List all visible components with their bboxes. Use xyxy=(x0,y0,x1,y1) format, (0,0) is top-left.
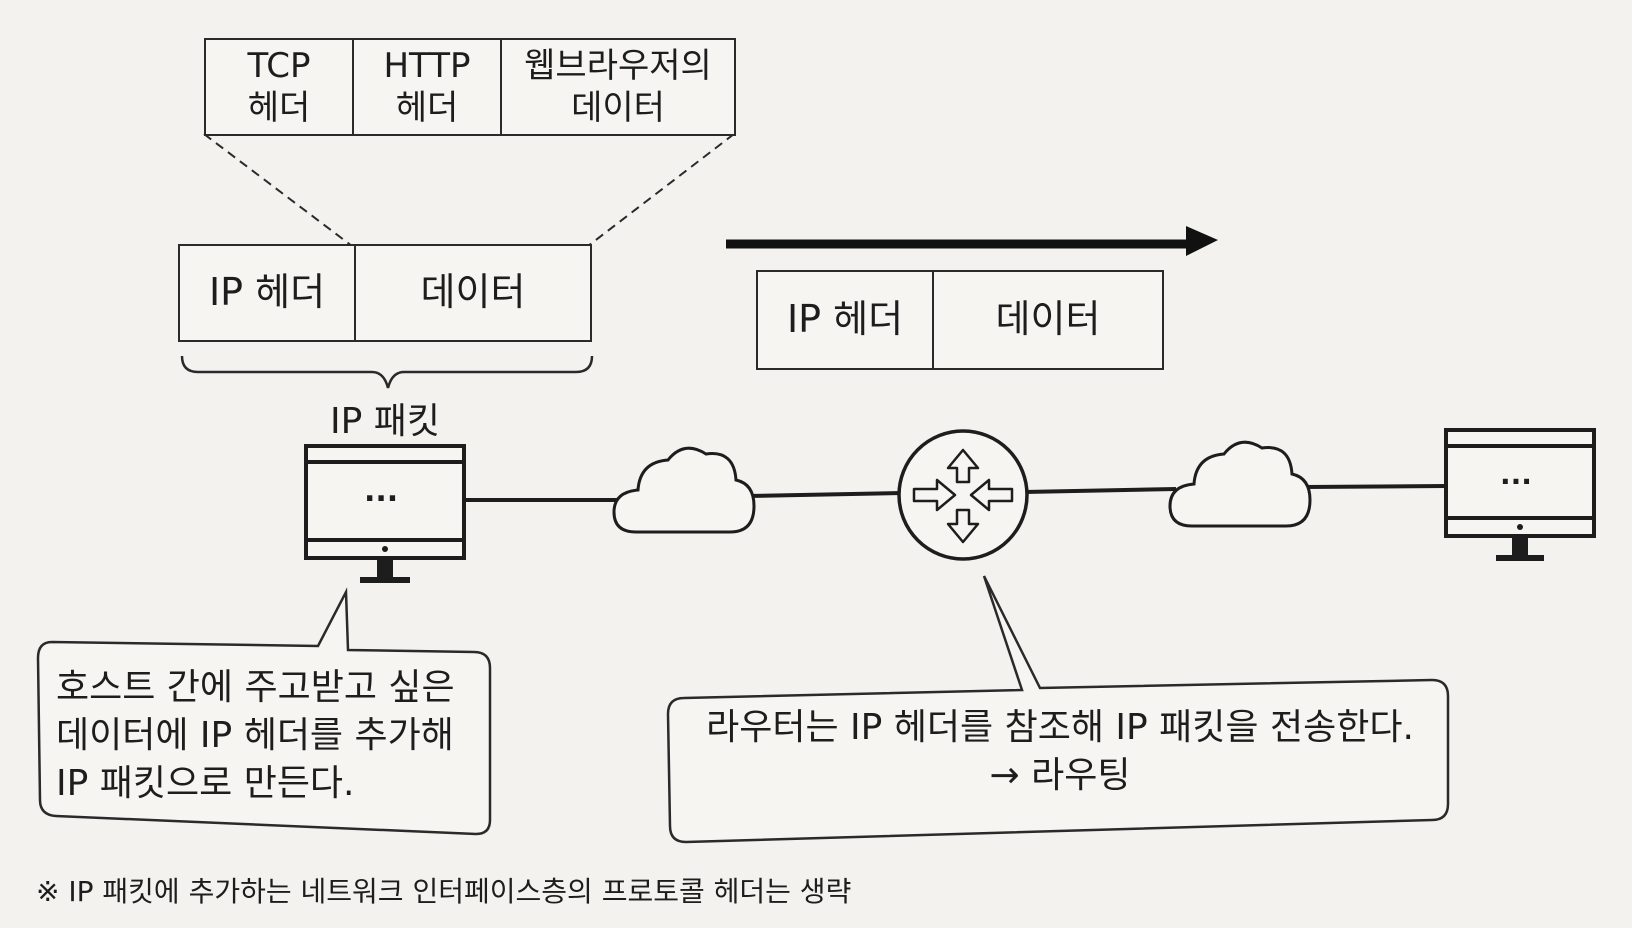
ip-header-cell-right: IP 헤더 xyxy=(758,272,934,368)
remote-computer-icon xyxy=(1444,428,1596,561)
ip-packet-left: IP 헤더 데이터 xyxy=(178,244,592,342)
browser-data-cell: 웹브라우저의 데이터 xyxy=(502,40,734,134)
expand-line-right xyxy=(587,133,735,247)
router-callout-text: 라우터는 IP 헤더를 참조해 IP 패킷을 전송한다. → 라우팅 xyxy=(706,707,1414,796)
router-callout-bubble xyxy=(666,575,1450,844)
data-label-left: 데이터 xyxy=(420,270,526,315)
host-screen-dots: ... xyxy=(364,474,399,509)
expand-line-left xyxy=(203,133,353,247)
ip-header-label-left: IP 헤더 xyxy=(208,270,326,315)
ip-header-cell-left: IP 헤더 xyxy=(180,246,356,340)
ip-header-label-right: IP 헤더 xyxy=(786,297,904,342)
link-router-cloud2 xyxy=(1023,487,1177,494)
footnote: ※ IP 패킷에 추가하는 네트워크 인터페이스층의 프로토콜 헤더는 생략 xyxy=(36,875,852,908)
data-cell-right: 데이터 xyxy=(934,272,1162,368)
browser-data-label: 웹브라우저의 데이터 xyxy=(524,45,712,129)
http-header-label: HTTP 헤더 xyxy=(383,45,471,129)
packet-brace xyxy=(180,355,594,389)
host-callout-bubble xyxy=(36,587,492,836)
tcp-header-cell: TCP 헤더 xyxy=(206,40,354,134)
cloud-icon-1 xyxy=(612,446,756,534)
ip-packet-right: IP 헤더 데이터 xyxy=(756,270,1164,370)
router-icon xyxy=(897,429,1029,561)
data-cell-left: 데이터 xyxy=(356,246,590,340)
link-cloud2-remote xyxy=(1303,484,1447,489)
http-header-cell: HTTP 헤더 xyxy=(354,40,502,134)
cloud-icon-2 xyxy=(1168,440,1312,528)
link-cloud1-router xyxy=(747,491,903,498)
ip-packet-caption: IP 패킷 xyxy=(330,401,441,442)
host-computer-icon xyxy=(304,444,466,583)
tcp-header-label: TCP 헤더 xyxy=(247,45,311,129)
transfer-arrow xyxy=(726,226,1218,256)
remote-screen-dots: ... xyxy=(1500,458,1532,491)
data-label-right: 데이터 xyxy=(995,297,1101,342)
host-callout-text: 호스트 간에 주고받고 싶은 데이터에 IP 헤더를 추가해 IP 패킷으로 만… xyxy=(56,667,455,804)
segment-box: TCP 헤더 HTTP 헤더 웹브라우저의 데이터 xyxy=(204,38,736,136)
